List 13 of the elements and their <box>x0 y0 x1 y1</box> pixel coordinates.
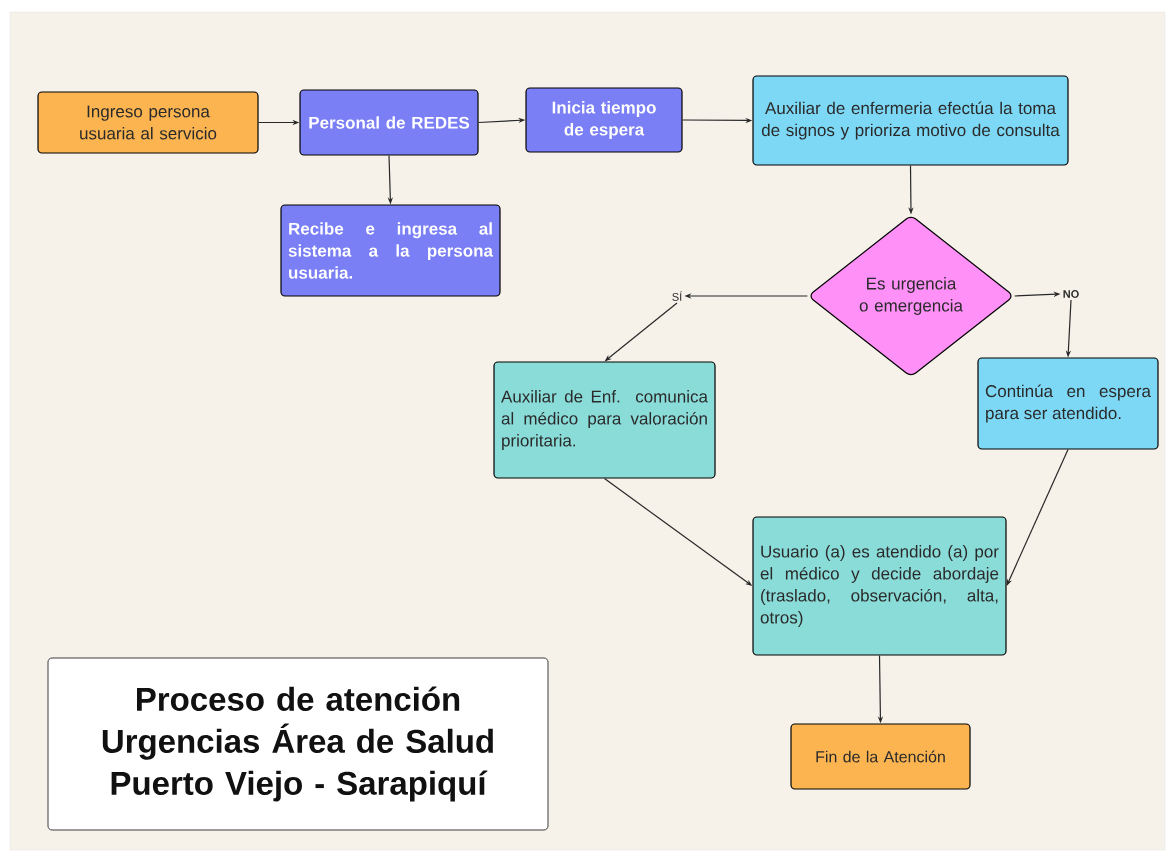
arrow <box>1006 449 1069 586</box>
process-box: Continúa en espera para ser atendido. <box>977 357 1159 450</box>
branch-label: NO <box>1063 290 1079 298</box>
process-box: Fin de la Atención <box>790 723 971 790</box>
process-box: Inicia tiempo de espera <box>525 87 683 153</box>
process-box: Auxiliar de enfermeria efectúa la toma de signos y prioriza motivo de consulta <box>752 75 1069 166</box>
process-box: Auxiliar de Enf. comunica al médico para valoración prioritaria. <box>493 361 716 479</box>
branch-label: SÍ <box>672 291 683 301</box>
process-box: Ingreso persona usuaria al servicio <box>37 91 259 154</box>
process-box: Personal de REDES <box>299 89 479 156</box>
title-box: Proceso de atención Urgencias Área de Salud Puerto Viejo - Sarapiquí <box>47 657 549 831</box>
process-box: Recibe e ingresa al sistema a la persona usuaria. <box>280 204 501 297</box>
process-box: Usuario (a) es atendido (a) por el médico y decide abordaje (traslado, observación, alta, otros) <box>752 516 1007 656</box>
